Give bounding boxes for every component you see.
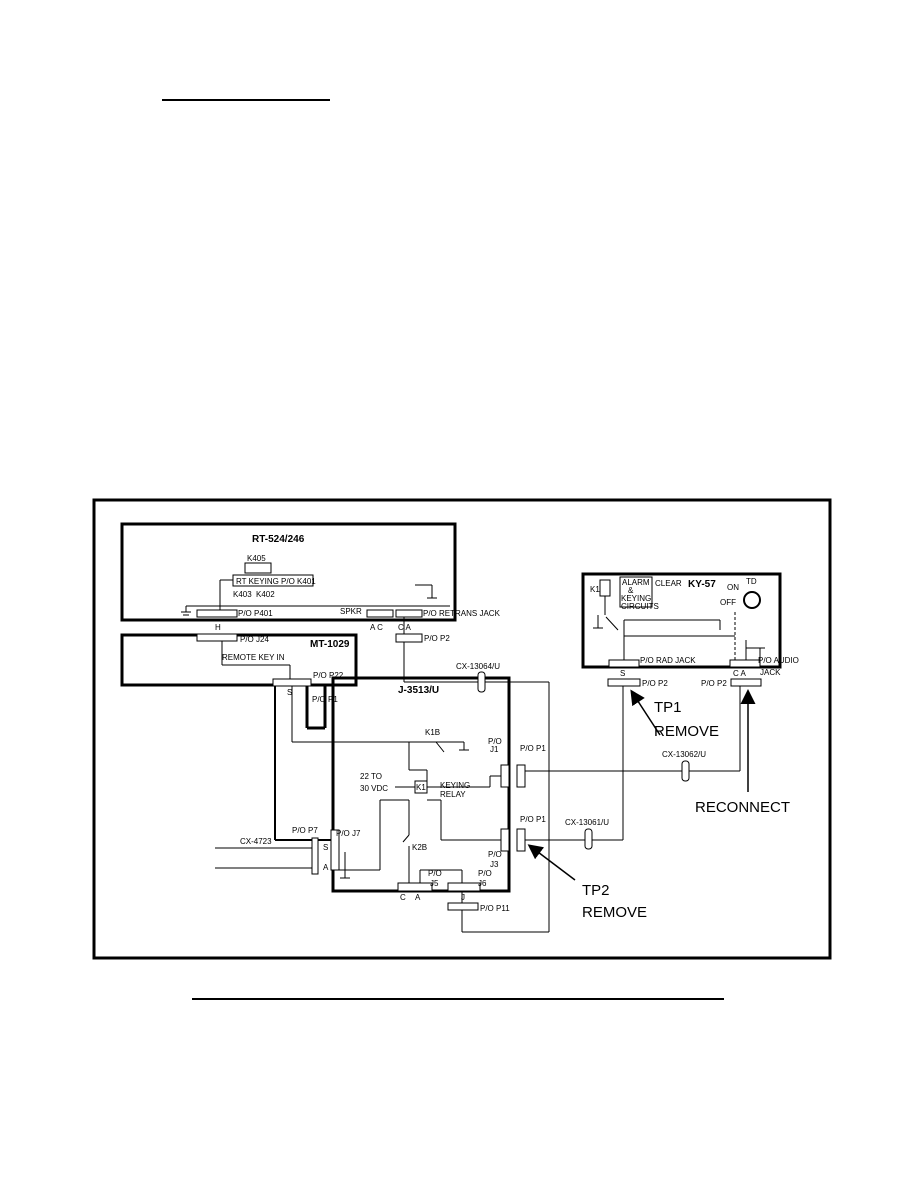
remote-key-label: REMOTE KEY IN	[222, 653, 285, 662]
cx-13062-cable: CX-13062/U P/O P1	[520, 686, 741, 782]
k2b-label: K2B	[412, 843, 427, 852]
amp-label: &	[628, 586, 634, 595]
cx-4723-cable: CX-4723 P/O P7 S A	[215, 826, 329, 875]
j1-label-b: J1	[490, 745, 499, 754]
reconnect-label: RECONNECT	[695, 799, 790, 816]
j5-label-a: P/O	[428, 869, 442, 878]
ky57-mode-switch[interactable]	[743, 591, 761, 609]
tp2-label: TP2	[582, 882, 610, 899]
tp1-remove-label: REMOVE	[654, 723, 719, 740]
cx4723-label: CX-4723	[240, 837, 272, 846]
j6-label-b: J6	[478, 879, 487, 888]
tp2-callout: TP2 REMOVE	[527, 844, 647, 921]
j6-label-a: P/O	[478, 869, 492, 878]
circuits-label: CIRCUITS	[621, 602, 659, 611]
j6-j-label: J	[461, 893, 465, 902]
spkr-label: SPKR	[340, 607, 362, 616]
j5-label-b: J5	[430, 879, 439, 888]
k403-label: K403	[233, 590, 252, 599]
td-label: TD	[746, 577, 757, 586]
relay-label: RELAY	[440, 790, 466, 799]
bottom-rule	[192, 998, 724, 1000]
jack-label: JACK	[760, 668, 781, 677]
retrans-ca-label: C A	[398, 623, 412, 632]
retrans-jack-label: P/O RETRANS JACK	[423, 609, 501, 618]
ky-p2-s-label: P/O P2	[642, 679, 668, 688]
keying-label: KEYING	[440, 781, 470, 790]
rt-title: RT-524/246	[252, 534, 305, 545]
reconnect-callout: RECONNECT	[695, 689, 790, 816]
k1-label: K1	[416, 783, 426, 792]
mt-1029-unit: MT-1029 P/O J24 REMOTE KEY IN P/O P22 S	[120, 633, 358, 697]
cx13061-label: CX-13061/U	[565, 818, 609, 827]
ky-57-unit: KY-57 K1 ALARM & KEYING CIRCUITS CLEAR O…	[581, 572, 799, 678]
rt-p2-label: P/O P2	[424, 634, 450, 643]
j3513-title: J-3513/U	[398, 685, 439, 696]
ky-p2-ca-label: P/O P2	[701, 679, 727, 688]
ky-ca-label: C A	[733, 669, 747, 678]
top-rule	[162, 99, 330, 101]
alarm-label: ALARM	[622, 578, 650, 587]
j5-c-label: C	[400, 893, 406, 902]
tp1-label: TP1	[654, 699, 682, 716]
p7-label: P/O P7	[292, 826, 318, 835]
vdc-30-label: 30 VDC	[360, 784, 388, 793]
ky-keying-label: KEYING	[621, 594, 651, 603]
ky-s-label: S	[620, 669, 625, 678]
cx13064-label: CX-13064/U	[456, 662, 500, 671]
mt-to-j3513-cable	[274, 686, 331, 841]
vdc-22-label: 22 TO	[360, 772, 382, 781]
p11-label: P/O P11	[480, 904, 510, 913]
audio-label: P/O AUDIO	[758, 656, 799, 665]
k405-label: K405	[247, 554, 266, 563]
tp1-callout: TP1 REMOVE	[630, 689, 719, 740]
cx-13064-cable: P/O P2 CX-13064/U	[395, 617, 549, 693]
j1-label-a: P/O	[488, 737, 502, 746]
rt-h-label: H	[215, 623, 221, 632]
clear-label: CLEAR	[655, 579, 682, 588]
ky57-title: KY-57	[688, 579, 716, 590]
j3-label-a: P/O	[488, 850, 502, 859]
cx4723-s-label: S	[323, 843, 328, 852]
ky-p2-connectors: P/O P2 P/O P2	[607, 678, 762, 688]
j7-label: P/O J7	[336, 829, 361, 838]
j5-a-label: A	[415, 893, 421, 902]
k402-label: K402	[256, 590, 275, 599]
on-label: ON	[727, 583, 739, 592]
rad-jack-label: P/O RAD JACK	[640, 656, 696, 665]
p22-label: P/O P22	[313, 671, 344, 680]
diagram-frame	[92, 498, 832, 960]
j3-label-b: J3	[490, 860, 499, 869]
mt-s-label: S	[287, 688, 292, 697]
k1b-label: K1B	[425, 728, 440, 737]
j-3513-unit: J-3513/U P/O P1 P/O J1 K1B 22 TO 30 VDC …	[292, 676, 550, 933]
tp2-remove-label: REMOVE	[582, 904, 647, 921]
j24-label: P/O J24	[240, 635, 269, 644]
spkr-ac-label: A C	[370, 623, 383, 632]
j3-p1-label: P/O P1	[520, 815, 546, 824]
rt-keying-label: RT KEYING P/O K401	[236, 577, 316, 586]
off-label: OFF	[720, 598, 736, 607]
j1-p1-label: P/O P1	[520, 744, 546, 753]
cx-13061-cable: CX-13061/U P/O P1	[520, 686, 624, 850]
ky-k1-label: K1	[590, 585, 600, 594]
mt-title: MT-1029	[310, 639, 350, 650]
cx13062-label: CX-13062/U	[662, 750, 706, 759]
rt-524-unit: RT-524/246 K405 RT KEYING P/O K401 K403 …	[120, 522, 501, 632]
cx4723-a-label: A	[323, 863, 329, 872]
p401-label: P/O P401	[238, 609, 273, 618]
